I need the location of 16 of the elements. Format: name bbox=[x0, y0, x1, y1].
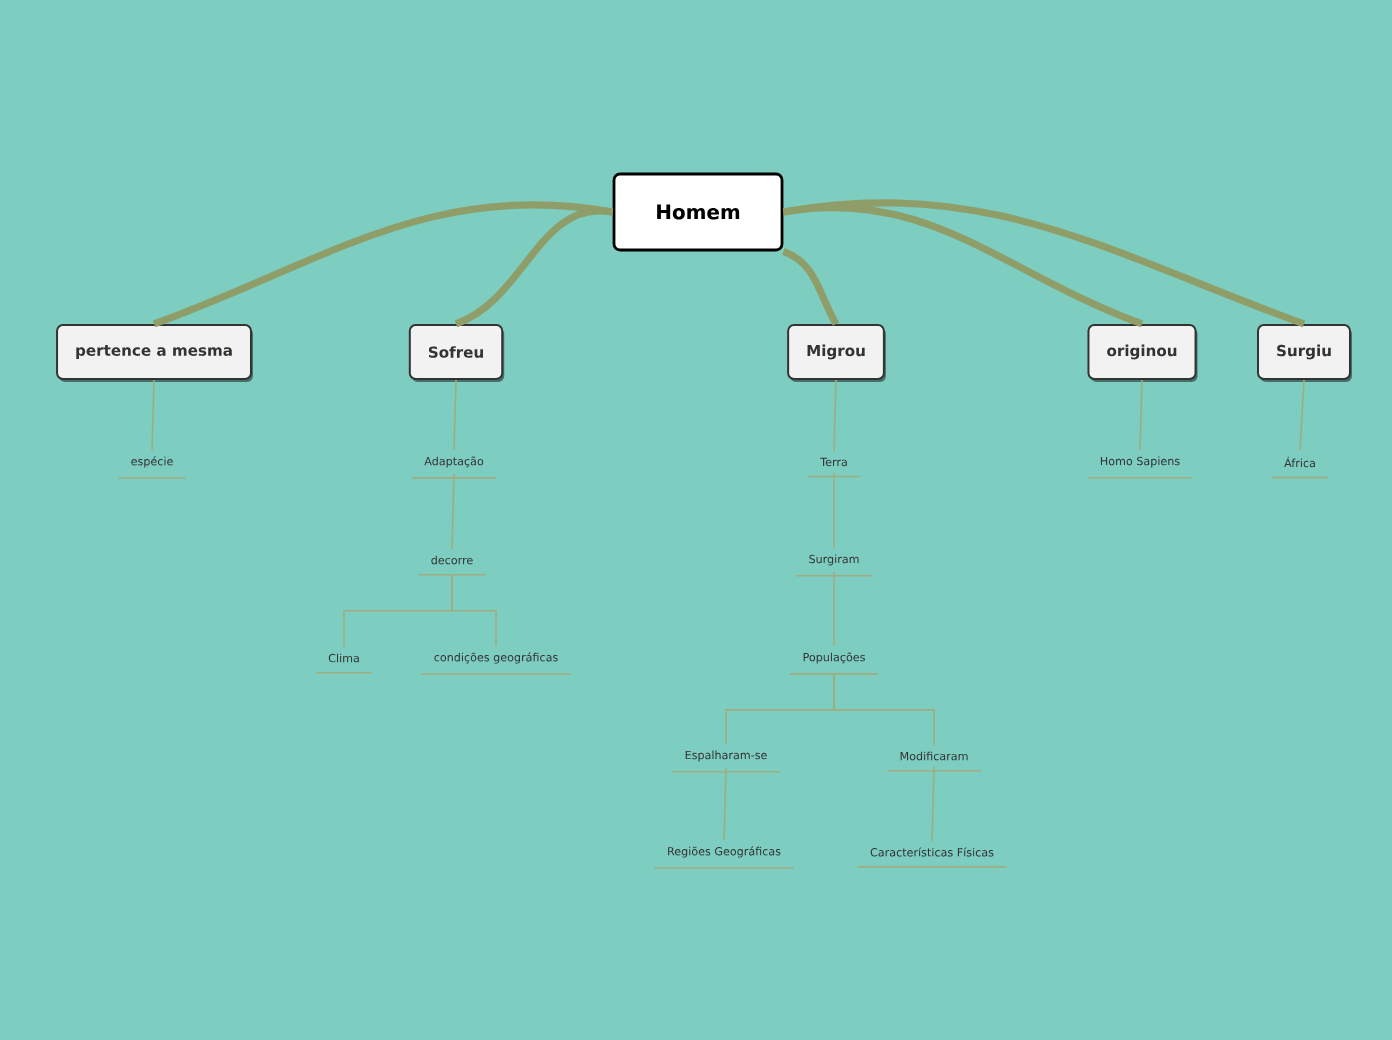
root-box: Homem bbox=[612, 172, 784, 252]
connector-line bbox=[1139, 379, 1143, 451]
connector-line bbox=[833, 471, 835, 549]
connector-line bbox=[451, 473, 455, 551]
connector-line bbox=[151, 379, 155, 451]
connector-line bbox=[723, 767, 727, 841]
connector-line bbox=[451, 573, 497, 647]
connector-line bbox=[1299, 379, 1305, 452]
connector-line bbox=[833, 673, 935, 747]
connector-line bbox=[781, 248, 840, 326]
connector-line bbox=[833, 379, 837, 453]
connector-line bbox=[454, 207, 613, 328]
connector-line bbox=[931, 765, 935, 842]
connector-line bbox=[833, 571, 835, 647]
connector-line bbox=[782, 199, 1306, 328]
connector-line bbox=[453, 379, 457, 451]
